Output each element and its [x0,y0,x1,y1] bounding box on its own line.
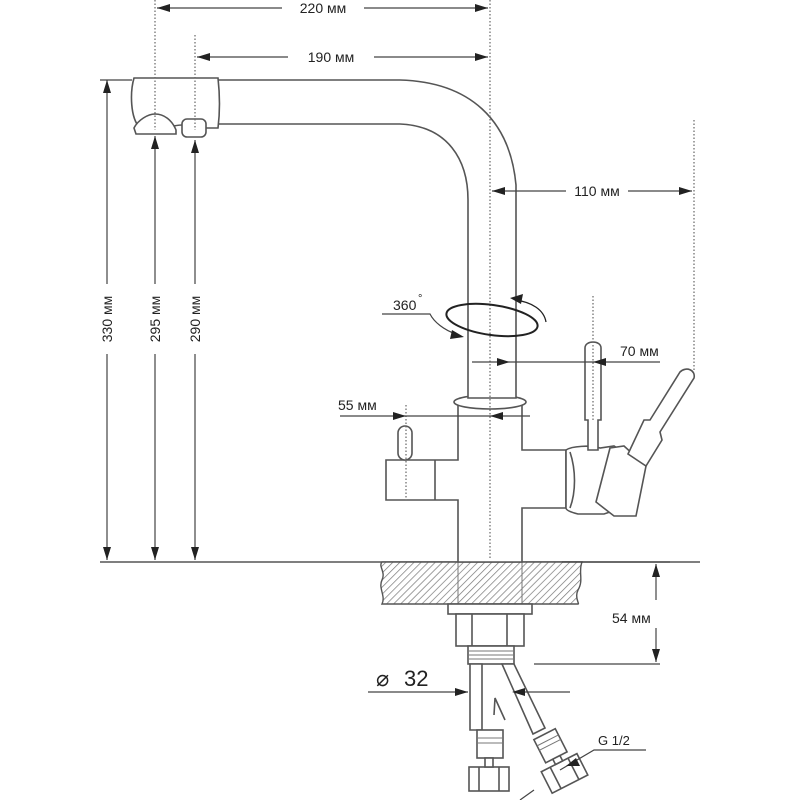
supply-hoses [468,663,589,795]
dimension-290: 290 мм [186,140,204,560]
spout [130,77,517,399]
dimension-295: 295 мм [146,136,164,560]
mixer-stem [584,341,602,451]
hose-left-ferrule [476,729,504,759]
dimension-110-label: 110 мм [574,183,619,199]
body-main [385,404,567,563]
hose-left [469,663,483,731]
dimension-330: 330 мм [98,80,116,560]
rotation-label: 360 [393,297,417,313]
spout-outlet-filtered [181,118,207,138]
hose-right [500,663,547,736]
dimension-54-label: 54 мм [612,610,651,626]
mixer-lever-hub [595,445,647,517]
dimension-diameter-32: ⌀ 32 [368,666,570,696]
dimension-thread: G 1/2 [519,733,646,800]
dimension-290-label: 290 мм [187,296,203,343]
dimension-190-label: 190 мм [308,49,355,65]
mounting-assembly [447,603,533,665]
mounting-nut [455,613,525,647]
dimension-220: 220 мм [157,0,488,16]
dimension-55: 55 мм [338,397,530,420]
rotation-indicator: 360 ° [382,293,547,339]
dimension-295-label: 295 мм [147,296,163,343]
mixer-lever [626,368,696,468]
hose-left-nut [468,766,510,792]
countertop-section [380,561,584,605]
spout-tube [217,79,517,399]
thread-label: G 1/2 [598,733,630,748]
countertop [100,561,700,605]
dimension-55-label: 55 мм [338,397,377,413]
dimension-32-label: 32 [404,666,428,691]
rotation-degree-symbol: ° [418,293,422,305]
diameter-symbol: ⌀ [376,666,389,691]
centerlines [100,0,695,665]
dimension-110: 110 мм [492,182,692,200]
dimension-70-label: 70 мм [620,343,659,359]
washer [447,603,533,615]
dimension-70: 70 мм [472,343,660,366]
filter-lever [397,425,413,461]
dimension-190: 190 мм [197,48,488,66]
faucet-body [385,341,696,563]
dimension-54: 54 мм [612,564,660,662]
rotation-ellipse [445,302,539,338]
dimension-220-label: 220 мм [300,0,347,16]
dimension-330-label: 330 мм [99,296,115,343]
